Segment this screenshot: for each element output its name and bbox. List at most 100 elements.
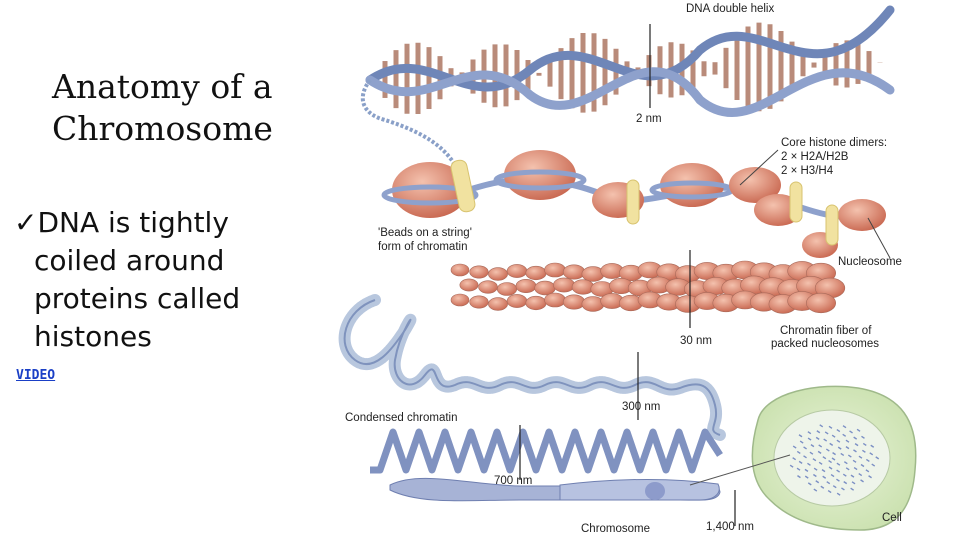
chromatin-strand (789, 464, 794, 468)
chromatin-strand (861, 435, 865, 439)
packed-nucleosome (534, 280, 556, 296)
chromatin-strand (803, 446, 807, 450)
chromatin-strand (812, 458, 817, 462)
chromatin-strand (820, 485, 825, 489)
chromatin-strand (809, 451, 814, 455)
chromatin-strand (803, 455, 807, 459)
chromatin-strand (849, 430, 853, 434)
packed-nucleosome (544, 292, 566, 308)
dna-double-helix: DNA double helix 2 nm (365, 3, 895, 125)
packed-nucleosome (469, 295, 489, 309)
chromatin-strand (845, 467, 850, 471)
linker-histone (825, 204, 839, 246)
chromosome-anatomy-figure: DNA double helix 2 nm Core histone dimer… (338, 3, 917, 535)
chromatin-strand (852, 459, 857, 463)
packed-nucleosome (496, 282, 518, 296)
label-nucleosome: Nucleosome (838, 256, 902, 268)
packed-nucleosome (478, 280, 498, 294)
chromatin-strand (822, 456, 827, 460)
packed-nucleosome (450, 263, 470, 277)
chromatin-strand (847, 454, 852, 458)
chromatin-strand (868, 475, 872, 479)
bullet-line-3: proteins called (34, 282, 241, 315)
chromatin-strand (823, 438, 828, 442)
label-cell: Cell (882, 512, 902, 524)
packed-nucleosome (488, 297, 508, 311)
label-fiber-2: packed nucleosomes (771, 338, 879, 350)
chromatin-strand (843, 461, 848, 465)
chromatin-strand (853, 436, 858, 440)
chromatin-strand (830, 473, 835, 478)
chromatin-strand (845, 446, 850, 450)
chromatin-strand (828, 425, 833, 429)
label-fiber-1: Chromatin fiber of (780, 325, 872, 337)
chromatin-strand (828, 466, 833, 470)
title-line-1: Anatomy of a (52, 67, 273, 106)
chromatin-strand (807, 431, 812, 435)
chromatin-strand (865, 469, 870, 473)
linker-histone (626, 179, 640, 225)
chromatin-strand (792, 445, 797, 449)
chromatin-strand (841, 487, 845, 491)
bullet-line-2: coiled around (34, 244, 225, 277)
chromatin-strand (815, 480, 820, 484)
chromatin-strand (870, 444, 875, 448)
chromatin-strand (792, 457, 797, 461)
label-core-histone-1: Core histone dimers: (781, 137, 887, 149)
chromatin-strand (845, 439, 850, 443)
chromatin-strand (856, 428, 861, 432)
chromatin-strand (816, 430, 821, 434)
packed-nucleosome (805, 292, 836, 314)
label-three-hundred-nm: 300 nm (622, 401, 660, 413)
linker-histone (450, 159, 476, 213)
coiled-dna-link (360, 78, 457, 167)
chromatin-strand (836, 439, 841, 443)
chromatin-strand (860, 463, 865, 468)
chromatin-strand (836, 492, 841, 496)
chromatin-strand (865, 458, 870, 463)
chromatin-strand (831, 457, 836, 461)
label-two-nm: 2 nm (636, 113, 662, 125)
packed-nucleosome (562, 294, 586, 310)
video-link[interactable]: VIDEO (16, 368, 56, 383)
chromatin-strand (810, 444, 815, 448)
packed-nucleosome (469, 265, 489, 279)
chromatin-strand (875, 456, 880, 460)
chromatin-strand (813, 488, 818, 492)
chromatin-strand (853, 466, 858, 471)
packed-nucleosome (553, 277, 575, 293)
packed-nucleosome (562, 264, 586, 280)
nucleosome-bead (729, 167, 781, 203)
chromatin-strand (807, 437, 812, 441)
chromatin-strand (824, 431, 829, 435)
condensed-chromatin: Condensed chromatin 300 nm (338, 294, 726, 441)
chromatin-strand (831, 434, 836, 438)
packed-nucleosome (506, 294, 528, 308)
chromatin-strand (832, 452, 836, 456)
chromatin-strand (826, 481, 831, 485)
label-fourteen-hundred-nm: 1,400 nm (706, 521, 754, 533)
chromatin-strand (822, 475, 827, 479)
packed-nucleosome (459, 278, 479, 292)
chromatin-strand (843, 481, 848, 485)
packed-nucleosome (450, 293, 470, 307)
packed-nucleosome (571, 279, 595, 295)
label-chromosome: Chromosome (581, 523, 650, 535)
chromatin-strand (827, 489, 832, 494)
label-condensed: Condensed chromatin (345, 412, 458, 424)
chromatin-strand (840, 452, 845, 457)
chromatin-strand (836, 462, 841, 466)
chromosome-shape: Chromosome 1,400 nm (389, 477, 754, 535)
packed-nucleosome (506, 264, 528, 278)
chromatin-strand (825, 448, 830, 452)
chromatin-strand (818, 444, 823, 448)
bullet-line-4: histones (34, 320, 152, 353)
chromatin-strand (807, 482, 812, 486)
chromatin-strand (796, 450, 801, 455)
packed-nucleosome (488, 267, 508, 281)
chromatin-strand (858, 455, 863, 459)
helix-strand-2 (365, 67, 895, 117)
chromatin-strand (842, 433, 847, 437)
chromatin-strand (854, 443, 859, 447)
chromatin-strand (862, 442, 867, 447)
